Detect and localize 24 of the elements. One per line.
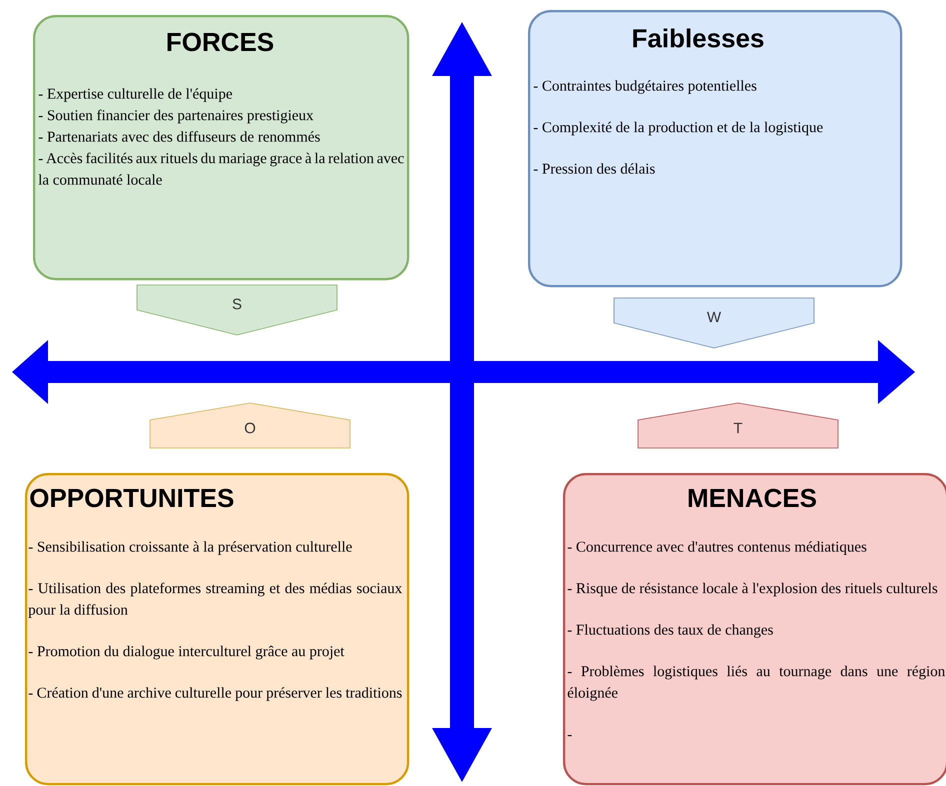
bullet-text: - Contraintes budgétaires potentielles bbox=[534, 80, 756, 94]
bullet-text: - Problèmes logistiques liés au tournage dans une région éloignée bbox=[568, 666, 945, 701]
bullet-text: - Fluctuations des taux de changes bbox=[568, 624, 773, 638]
bullet-text: - Expertise culturelle de l'équipe bbox=[38, 88, 232, 102]
bullet-text: - Accès facilités aux rituels du mariage grace à la relation avec la communaté locale bbox=[38, 152, 404, 185]
bullet-text: - Partenariats avec des diffuseurs de renommés bbox=[38, 131, 320, 142]
bullet-text: - Promotion du dialogue interculturel grâce au projet bbox=[28, 646, 344, 660]
bullet-text: - Risque de résistance locale à l'explosion des rituels culturels bbox=[568, 582, 938, 596]
bullet-text: - Sensibilisation croissante à la préservation culturelle bbox=[28, 541, 352, 555]
bullet-text: - Concurrence avec d'autres contenus médiatiques bbox=[568, 541, 866, 555]
quadrant-box bbox=[563, 473, 946, 786]
bullet-text: - Complexité de la production et de la logistique bbox=[534, 122, 823, 136]
bullet-text: - Soutien financier des partenaires prestigieux bbox=[38, 110, 314, 124]
bullet-text: - Pression des délais bbox=[534, 163, 655, 174]
heading: FORCES bbox=[168, 32, 274, 52]
bullet-text: - bbox=[568, 735, 572, 736]
quadrant-box bbox=[33, 15, 410, 280]
heading: MENACES bbox=[688, 488, 816, 508]
heading: Faiblesses bbox=[633, 28, 764, 48]
bullet-text: - Création d'une archive culturelle pour préserver les traditions bbox=[28, 687, 402, 701]
bullet-text: - Utilisation des plateformes streaming et des médias sociaux pour la diffusion bbox=[28, 582, 402, 618]
quadrant-box bbox=[25, 473, 410, 786]
heading: OPPORTUNITES bbox=[30, 488, 234, 508]
quadrant-box bbox=[528, 10, 902, 288]
